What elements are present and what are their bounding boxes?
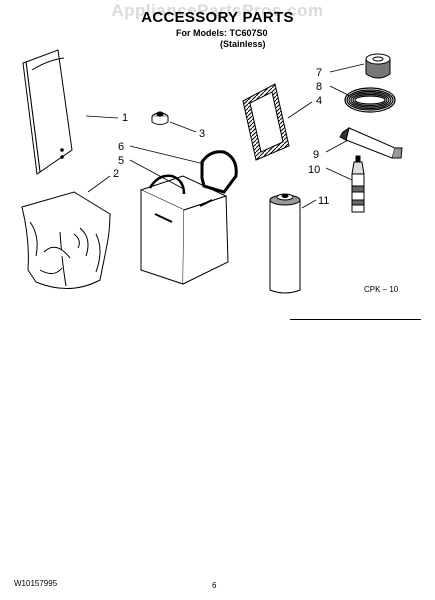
bag-caddy-part [139, 174, 229, 285]
callout-7: 7 [316, 67, 322, 79]
fitting-part [151, 111, 169, 125]
leader-1 [85, 115, 119, 119]
diagram-code: CPK – 10 [364, 285, 399, 294]
callout-numbers: 1 2 3 4 5 6 7 8 9 10 11 [113, 67, 329, 207]
page-header: AppliancePartsPros.com ACCESSORY PARTS F… [0, 0, 435, 80]
leader-6 [129, 145, 205, 165]
callout-1: 1 [122, 112, 128, 124]
compactor-bag-part [20, 191, 112, 290]
leader-9 [325, 139, 349, 153]
leader-10 [325, 167, 353, 181]
bottle-part [351, 155, 365, 213]
door-panel-part [22, 49, 73, 175]
divider-line [290, 319, 421, 320]
page-title: ACCESSORY PARTS [141, 9, 294, 26]
loop-strap-part [200, 150, 238, 194]
callout-11: 11 [318, 195, 329, 207]
leader-11 [301, 199, 317, 209]
aerosol-can-part [269, 193, 301, 294]
callout-9: 9 [313, 149, 319, 161]
callout-5: 5 [118, 155, 124, 167]
tube-part [339, 126, 403, 159]
callout-4: 4 [316, 95, 322, 107]
gasket-frame-part [242, 83, 290, 161]
callout-10: 10 [308, 164, 320, 176]
leader-2 [87, 175, 111, 193]
document-number: W10157995 [14, 579, 58, 588]
leader-8 [329, 85, 351, 97]
models-line: For Models: TC607S0 [176, 28, 268, 38]
callout-8: 8 [316, 81, 322, 93]
model-info: For Models: TC607S0 (Stainless) [176, 28, 268, 50]
leader-7 [329, 63, 365, 73]
leader-lines [85, 63, 365, 209]
tape-roll-part [365, 53, 391, 79]
leader-3 [169, 121, 197, 133]
leader-5 [129, 159, 183, 189]
leader-4 [287, 101, 313, 119]
callout-3: 3 [199, 128, 205, 140]
callout-2: 2 [113, 168, 119, 180]
hose-coil-part [344, 87, 396, 113]
model-variant: (Stainless) [220, 39, 266, 49]
watermark: AppliancePartsPros.com [111, 1, 324, 20]
page-number: 6 [212, 581, 217, 590]
callout-6: 6 [118, 141, 124, 153]
